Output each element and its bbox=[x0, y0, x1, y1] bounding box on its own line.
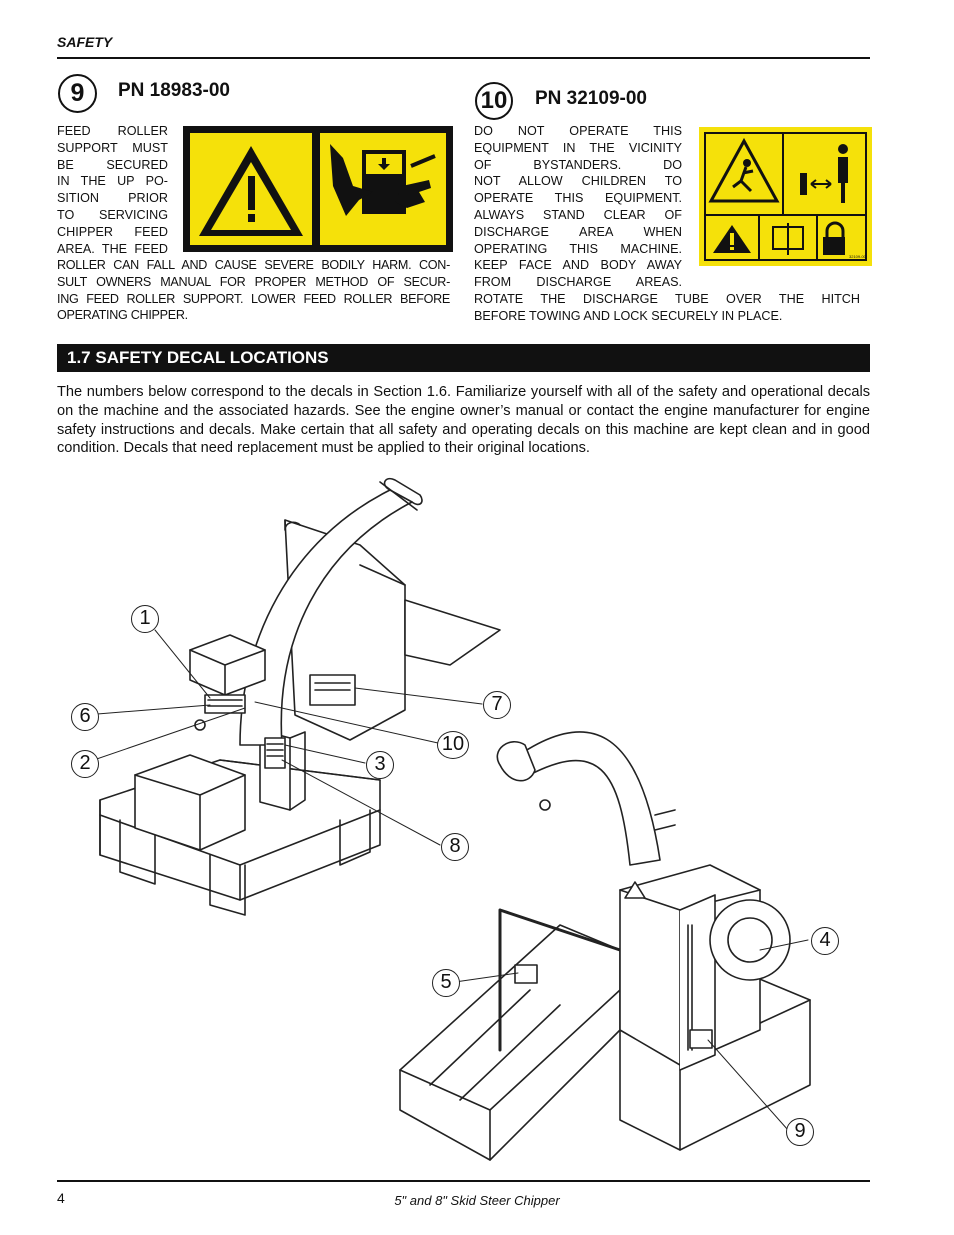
callout-8: 8 bbox=[441, 833, 469, 861]
callout-7: 7 bbox=[483, 691, 511, 719]
text-line: ROLLER CAN FALL AND CAUSE SEVERE BODILY … bbox=[57, 258, 450, 272]
leader-8 bbox=[281, 759, 441, 846]
footer-title: 5" and 8" Skid Steer Chipper bbox=[394, 1193, 560, 1208]
decal-location-illustration bbox=[84, 477, 811, 1161]
leader-3 bbox=[284, 744, 366, 764]
callout-10: 10 bbox=[437, 731, 469, 759]
decal-9-part-number: PN 18983-00 bbox=[118, 80, 230, 101]
text-line: OPERATE THIS EQUIPMENT. bbox=[474, 191, 682, 206]
leader-5 bbox=[454, 972, 519, 983]
text-line: TO SERVICING bbox=[57, 207, 168, 222]
text-line: CHIPPER FEED bbox=[57, 224, 168, 239]
text-line: SUPPORT MUST bbox=[57, 140, 168, 155]
leader-10 bbox=[254, 701, 439, 744]
text-line: ING FEED ROLLER SUPPORT. LOWER FEED ROLL… bbox=[57, 291, 450, 306]
text-line: ROTATE THE DISCHARGE TUBE OVER THE HITCH bbox=[474, 292, 860, 306]
exclamation-icon bbox=[248, 176, 255, 210]
callout-1: 1 bbox=[131, 605, 159, 633]
text-line: SITION PRIOR bbox=[57, 191, 168, 206]
hazard-triangle-icon bbox=[708, 137, 780, 203]
header-rule bbox=[57, 57, 870, 59]
decal-10-number: 10 bbox=[475, 82, 513, 120]
chipper-rear-view bbox=[99, 477, 501, 916]
footer-rule bbox=[57, 1180, 870, 1182]
leader-7 bbox=[354, 687, 483, 705]
decal-10-text-column: DO NOT OPERATE THIS EQUIPMENT IN THE VIC… bbox=[474, 123, 682, 291]
text-line: SULT OWNERS MANUAL FOR PROPER METHOD OF … bbox=[57, 274, 450, 289]
decal-10-text-wide: ROTATE THE DISCHARGE TUBE OVER THE HITCH… bbox=[474, 291, 860, 325]
text-line: EQUIPMENT IN THE VICINITY bbox=[474, 140, 682, 155]
section-title: 1.7 SAFETY DECAL LOCATIONS bbox=[57, 344, 870, 372]
text-line: OPERATING THIS MACHINE. bbox=[474, 241, 682, 256]
decal-9-warning-graphic bbox=[183, 126, 453, 252]
text-line: ALWAYS STAND CLEAR OF bbox=[474, 207, 682, 222]
decal-code: 32109-00 bbox=[849, 254, 867, 259]
arrow-down-icon bbox=[378, 158, 390, 170]
hand-right-icon bbox=[395, 180, 431, 208]
leader-lines bbox=[84, 629, 809, 1131]
text-line: KEEP FACE AND BODY AWAY bbox=[474, 258, 682, 273]
callout-4: 4 bbox=[811, 927, 839, 955]
section-header: SAFETY bbox=[57, 34, 113, 50]
callout-3: 3 bbox=[366, 751, 394, 779]
callout-6: 6 bbox=[71, 703, 99, 731]
text-line: OPERATING CHIPPER. bbox=[57, 308, 188, 323]
decal-9-number: 9 bbox=[58, 74, 97, 113]
page-number: 4 bbox=[57, 1190, 65, 1206]
text-line: FEED ROLLER bbox=[57, 124, 168, 138]
decal-9-text-wide: ROLLER CAN FALL AND CAUSE SEVERE BODILY … bbox=[57, 257, 450, 324]
distance-arrow-icon bbox=[810, 179, 832, 189]
text-line: DISCHARGE AREA WHEN bbox=[474, 224, 682, 239]
decal-9-text-column: FEED ROLLER SUPPORT MUST BE SECURED IN T… bbox=[57, 123, 168, 257]
callout-9: 9 bbox=[786, 1118, 814, 1146]
leader-4 bbox=[759, 939, 809, 951]
text-line: OF BYSTANDERS. DO bbox=[474, 157, 682, 172]
chipper-front-view bbox=[399, 731, 811, 1161]
text-line: BEFORE TOWING AND LOCK SECURELY IN PLACE… bbox=[474, 308, 783, 323]
callout-5: 5 bbox=[432, 969, 460, 997]
leader-2 bbox=[84, 707, 246, 764]
hand-icon bbox=[330, 144, 373, 216]
lock-icon bbox=[825, 221, 845, 237]
leader-1 bbox=[154, 629, 211, 699]
text-line: FROM DISCHARGE AREAS. bbox=[474, 275, 682, 290]
text-line: DO NOT OPERATE THIS bbox=[474, 124, 682, 138]
decal-10-part-number: PN 32109-00 bbox=[535, 88, 647, 109]
text-line: AREA. THE FEED bbox=[57, 241, 168, 256]
text-line: NOT ALLOW CHILDREN TO bbox=[474, 174, 682, 189]
person-standing-icon bbox=[838, 157, 848, 203]
text-line: IN THE UP PO- bbox=[57, 174, 168, 189]
leader-6 bbox=[84, 704, 211, 716]
machine-block-icon bbox=[800, 173, 807, 195]
decal-10-warning-graphic: 32109-00 bbox=[699, 127, 872, 266]
section-intro: The numbers below correspond to the deca… bbox=[57, 384, 870, 457]
leader-9 bbox=[707, 1039, 789, 1131]
callout-2: 2 bbox=[71, 750, 99, 778]
person-struck-icon bbox=[732, 166, 754, 193]
text-line: BE SECURED bbox=[57, 157, 168, 172]
